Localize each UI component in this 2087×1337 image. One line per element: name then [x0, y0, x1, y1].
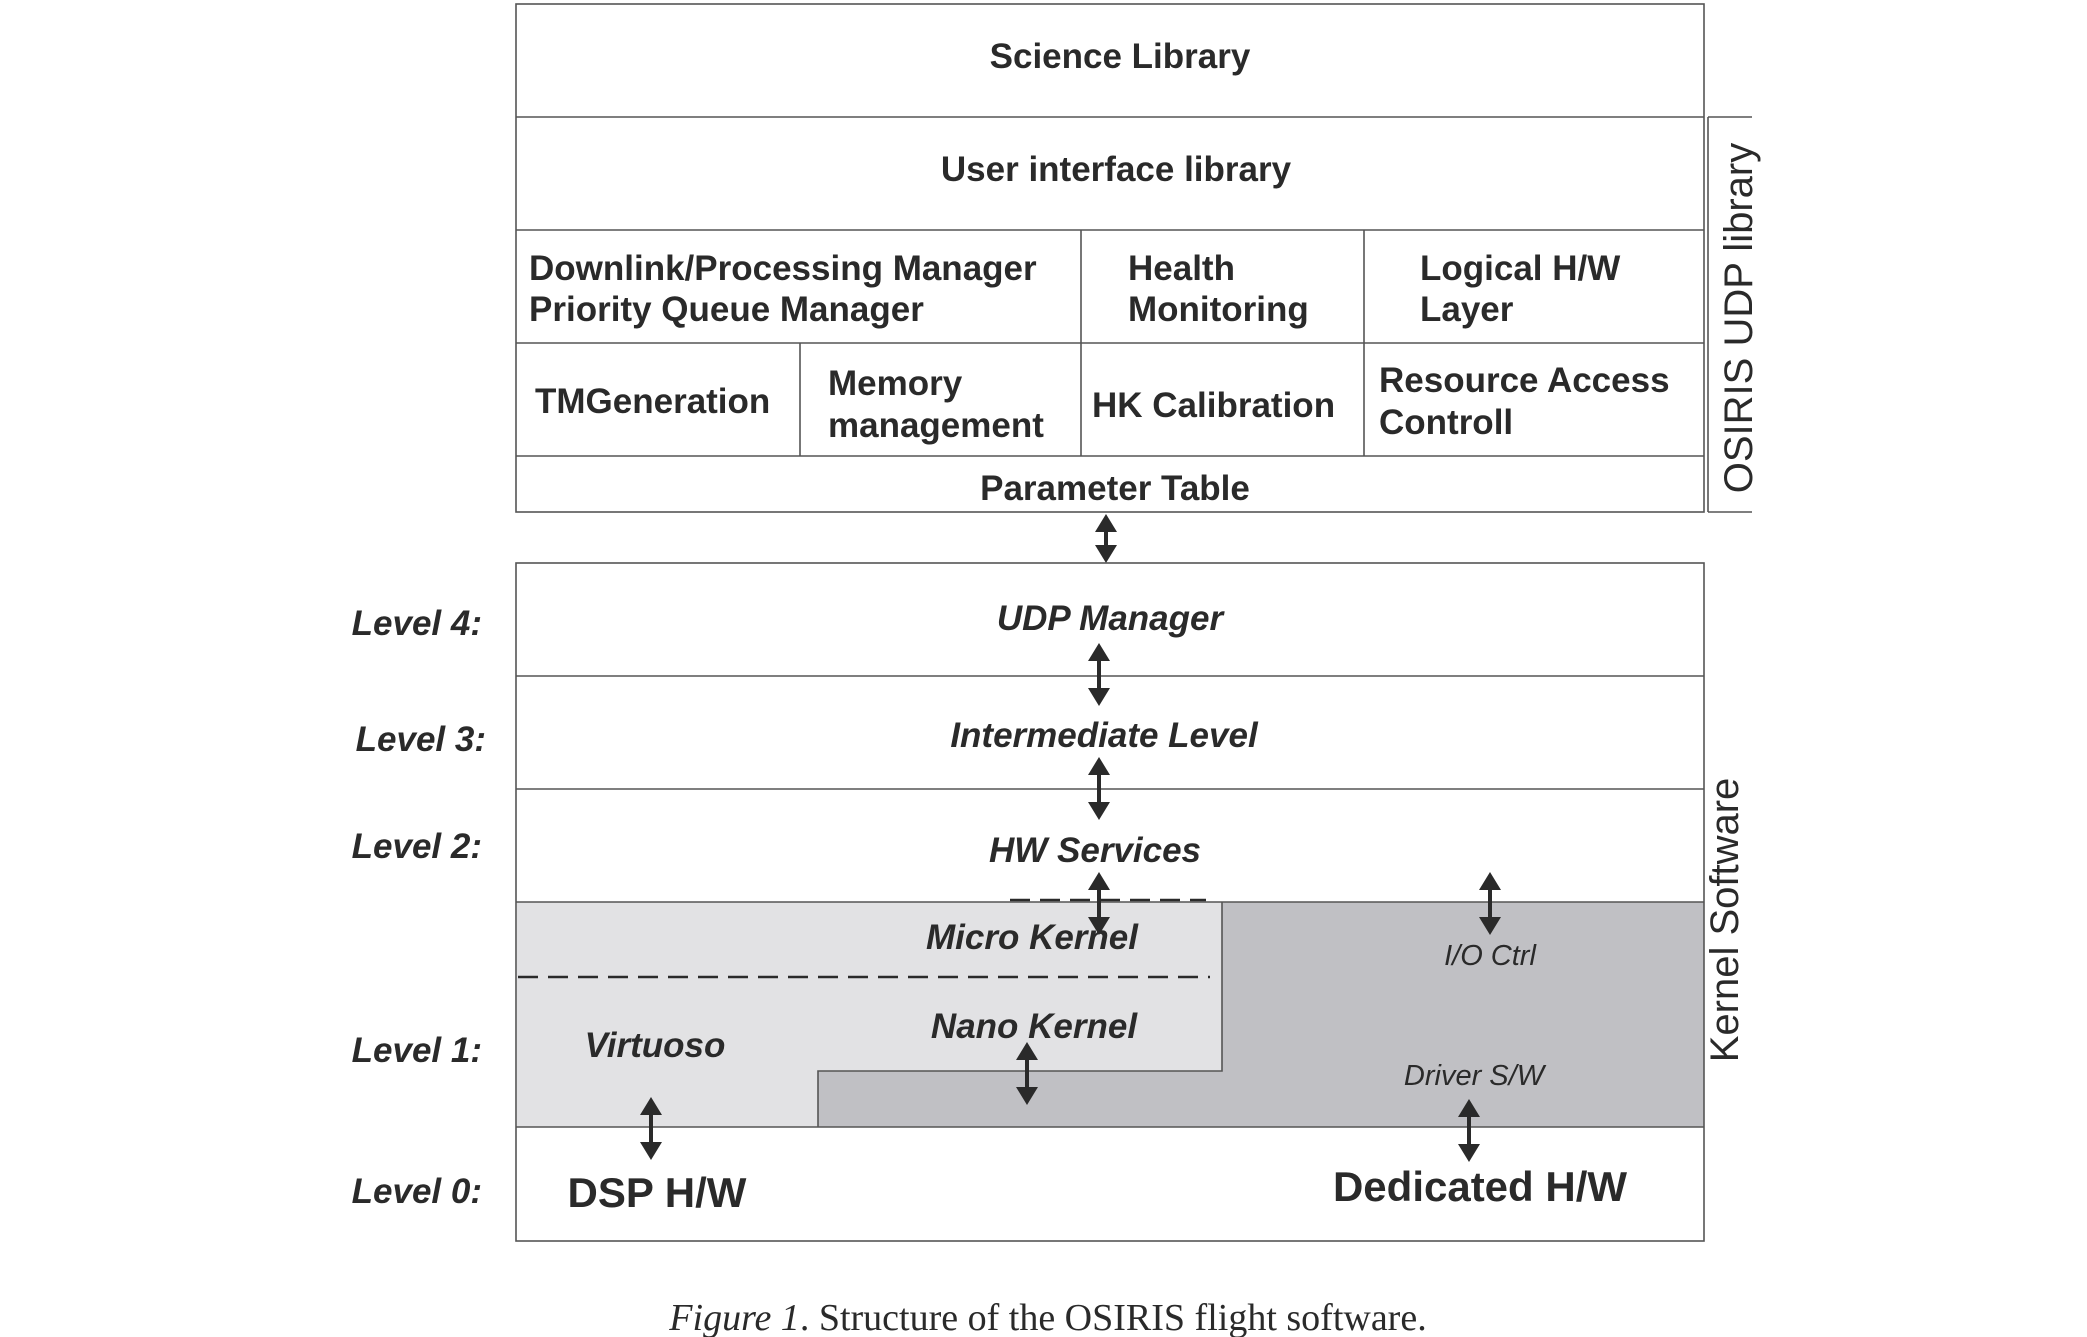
memory-management-label: Memory — [828, 364, 963, 403]
health-monitoring-label-2: Monitoring — [1128, 290, 1309, 329]
priority-queue-label: Priority Queue Manager — [529, 290, 924, 329]
logical-hw-layer-label: Logical H/W — [1420, 249, 1620, 288]
science-library-label: Science Library — [990, 37, 1251, 76]
driver-sw-label: Driver S/W — [1404, 1060, 1547, 1092]
arrow-level4-level3 — [1088, 643, 1110, 706]
resource-access-label-2: Controll — [1379, 403, 1513, 442]
intermediate-level-label: Intermediate Level — [950, 716, 1259, 755]
tm-generation-label: TMGeneration — [535, 382, 770, 421]
dedicated-hw-label: Dedicated H/W — [1333, 1163, 1627, 1210]
arrow-level3-level2 — [1088, 757, 1110, 820]
hw-services-label: HW Services — [989, 831, 1201, 870]
arrow-driver-dedicated — [1458, 1099, 1480, 1162]
parameter-table-label: Parameter Table — [980, 469, 1250, 508]
library-kernel-arrow — [1095, 514, 1117, 563]
level-3-label: Level 3: — [356, 720, 486, 759]
resource-access-label: Resource Access — [1379, 361, 1670, 400]
logical-hw-layer-label-2: Layer — [1420, 290, 1514, 329]
figure-caption: Figure 1. Structure of the OSIRIS flight… — [668, 1297, 1426, 1337]
memory-management-label-2: management — [828, 406, 1044, 445]
arrow-hwservices-microkernel — [1088, 872, 1110, 935]
osiris-udp-library-label: OSIRIS UDP library — [1717, 143, 1761, 493]
region-border — [817, 902, 1223, 1127]
virtuoso-label: Virtuoso — [585, 1026, 726, 1065]
nano-kernel-label: Nano Kernel — [931, 1007, 1138, 1046]
io-ctrl-label: I/O Ctrl — [1444, 940, 1537, 972]
udp-library-stack: Science Library User interface library D… — [515, 3, 1705, 513]
kernel-software-label: Kernel Software — [1703, 778, 1747, 1063]
arrow-virtuoso-dsp — [640, 1097, 662, 1160]
level-0-label: Level 0: — [352, 1172, 482, 1211]
udp-library-frame — [515, 3, 1705, 513]
level-4-label: Level 4: — [352, 604, 482, 643]
kernel-stack: Level 4: Level 3: Level 2: Level 1: Leve… — [352, 562, 1705, 1242]
figure-caption-text: . Structure of the OSIRIS flight softwar… — [800, 1297, 1427, 1337]
dsp-hw-label: DSP H/W — [568, 1169, 747, 1216]
hk-calibration-label: HK Calibration — [1092, 386, 1335, 425]
level-2-label: Level 2: — [352, 827, 482, 866]
health-monitoring-label: Health — [1128, 249, 1235, 288]
udp-manager-label: UDP Manager — [997, 599, 1226, 638]
user-interface-library-label: User interface library — [941, 150, 1292, 189]
arrow-io-ctrl — [1479, 872, 1501, 935]
arrow-nano-kernel — [1016, 1042, 1038, 1105]
downlink-manager-label: Downlink/Processing Manager — [529, 249, 1037, 288]
level-1-label: Level 1: — [352, 1031, 482, 1070]
figure-caption-label: Figure 1 — [668, 1297, 800, 1337]
dark-region — [818, 902, 1704, 1127]
micro-kernel-label: Micro Kernel — [926, 918, 1139, 957]
